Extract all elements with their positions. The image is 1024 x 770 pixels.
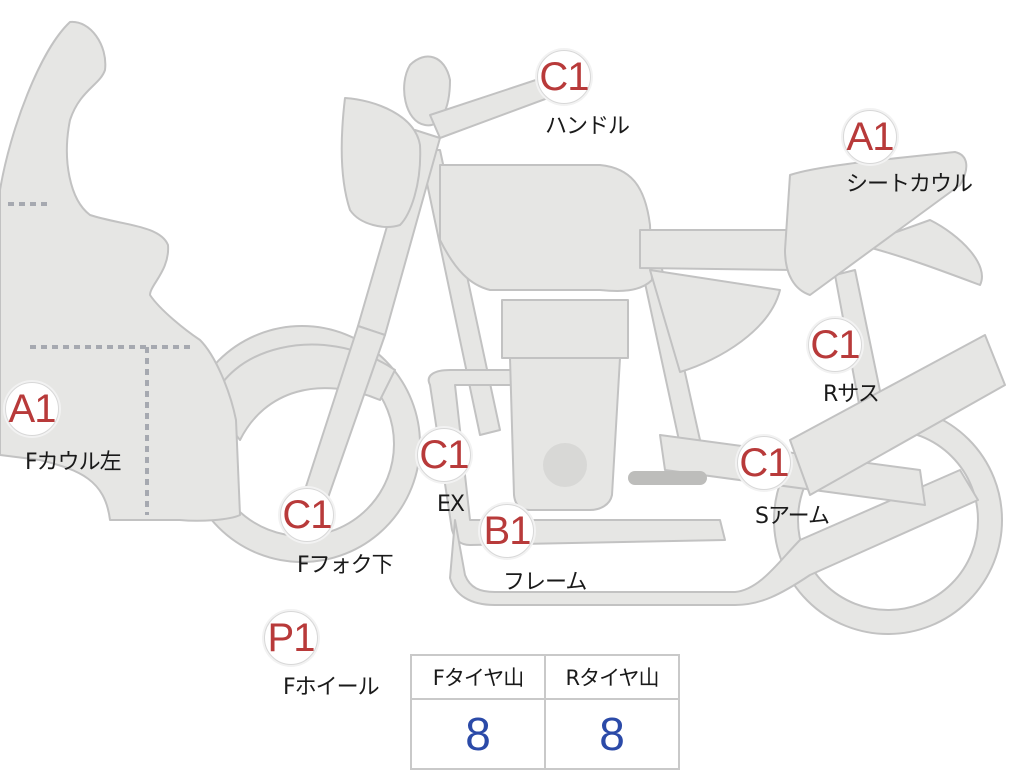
headlight (340, 97, 422, 228)
tire-tread-table: Fタイヤ山 Rタイヤ山 8 8 (410, 654, 680, 770)
grade-badge-handle: C1 (537, 50, 591, 104)
front-tire-header: Fタイヤ山 (410, 654, 546, 700)
grade-badge-s-arm: C1 (737, 436, 791, 490)
front-tire-value: 8 (410, 698, 546, 770)
rear-tire-header: Rタイヤ山 (544, 654, 680, 700)
side-cover (649, 269, 781, 373)
front-cowl (0, 20, 241, 522)
grade-badge-f-cowl-left: A1 (5, 382, 59, 436)
engine-cover (543, 443, 587, 487)
part-label-frame: フレーム (503, 570, 587, 595)
part-label-s-arm: Sアーム (755, 504, 830, 529)
muffler (789, 334, 1006, 496)
seat-cowl-shape (784, 151, 968, 296)
exhaust-pipe (449, 469, 979, 606)
grade-badge-ex: C1 (417, 428, 471, 482)
engine-block (509, 357, 621, 511)
grade-badge-f-wheel: P1 (264, 611, 318, 665)
part-label-seat-cowl: シートカウル (846, 172, 973, 197)
part-label-f-wheel: Fホイール (283, 675, 380, 700)
cowl-seams (8, 202, 192, 515)
grade-badge-frame: B1 (480, 504, 534, 558)
rear-tire-value: 8 (544, 698, 680, 770)
part-label-r-sus: Rサス (823, 382, 880, 407)
part-label-f-cowl-left: Fカウル左 (25, 450, 122, 475)
seat (639, 229, 796, 271)
fuel-tank (439, 164, 653, 292)
part-label-f-fork: Fフォク下 (297, 553, 394, 578)
grade-badge-r-sus: C1 (808, 318, 862, 372)
part-label-ex: EX (437, 492, 465, 517)
grade-badge-seat-cowl: A1 (843, 110, 897, 164)
part-label-handle: ハンドル (545, 114, 630, 139)
engine-head (501, 299, 629, 359)
grade-badge-f-fork: C1 (280, 488, 334, 542)
